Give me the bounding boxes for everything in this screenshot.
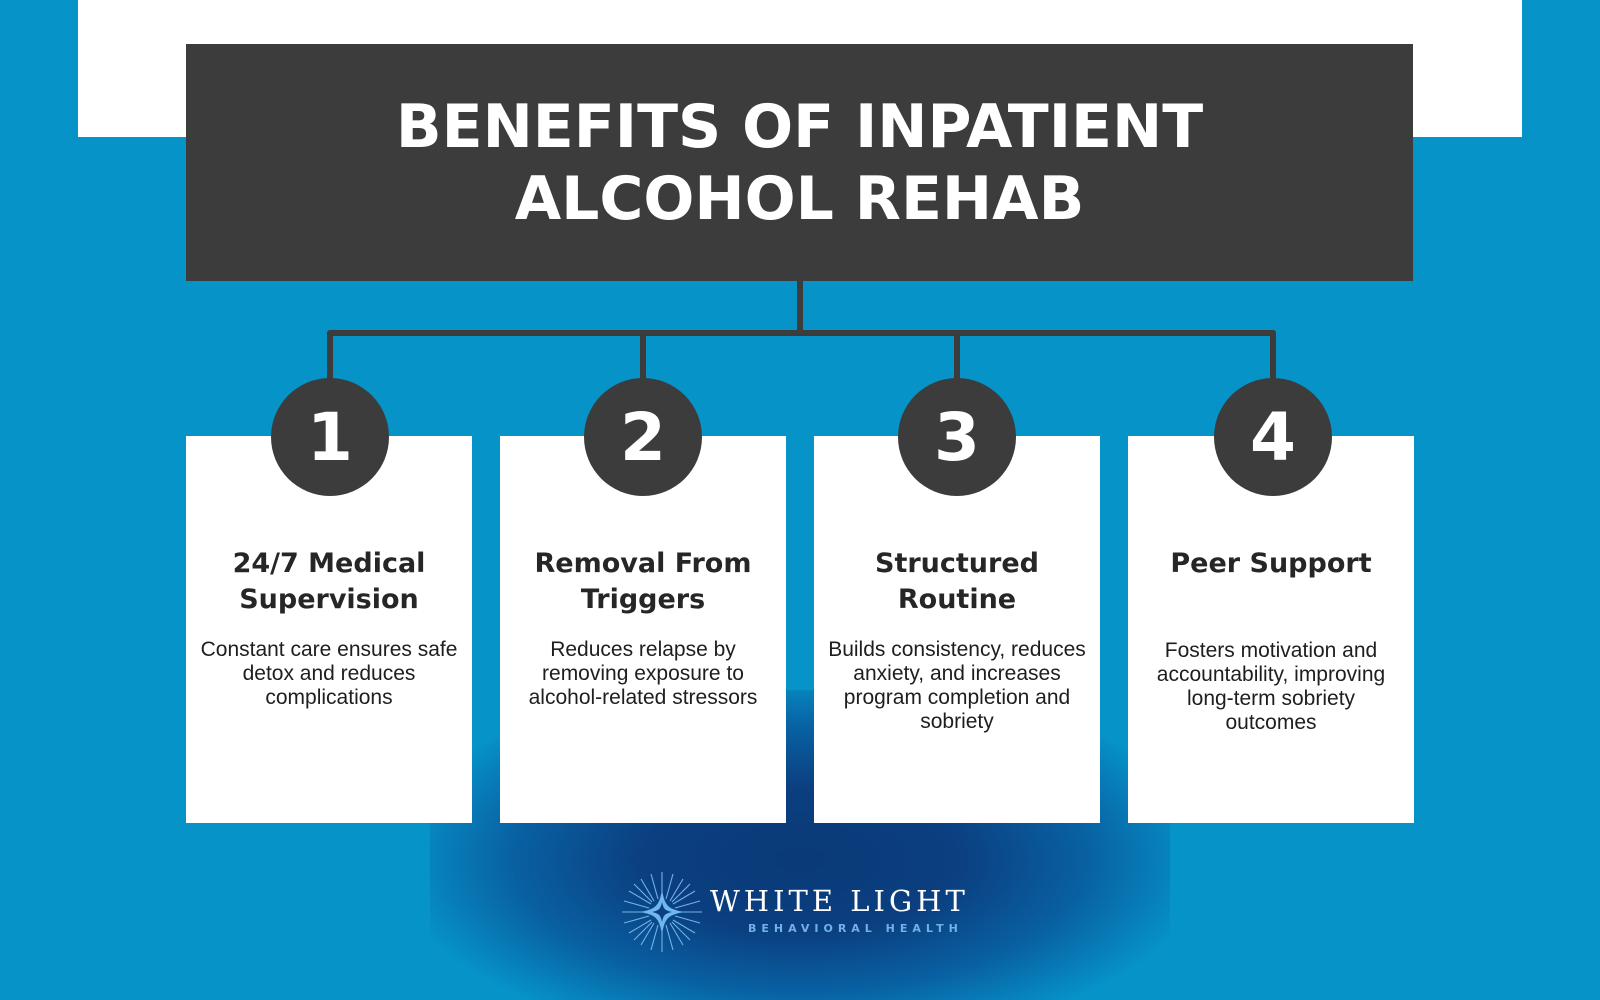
brand-logo: WHITE LIGHT BEHAVIORAL HEALTH — [620, 870, 1000, 960]
brand-subtitle: BEHAVIORAL HEALTH — [748, 922, 963, 935]
step-number-badge-1: 1 — [271, 378, 389, 496]
benefit-description: Constant care ensures safe detox and red… — [200, 638, 458, 709]
step-number-badge-2: 2 — [584, 378, 702, 496]
benefit-description: Builds consistency, reduces anxiety, and… — [828, 638, 1086, 733]
connector-horizontal — [327, 330, 1276, 336]
step-number-badge-4: 4 — [1214, 378, 1332, 496]
brand-name: WHITE LIGHT — [710, 884, 969, 918]
page-title-line-2: ALCOHOL REHAB — [514, 163, 1085, 234]
sunburst-star-icon — [622, 872, 702, 952]
benefit-title: 24/7 Medical Supervision — [232, 548, 426, 615]
connector-trunk — [797, 281, 803, 336]
step-number-badge-3: 3 — [898, 378, 1016, 496]
header-banner: BENEFITS OF INPATIENT ALCOHOL REHAB — [186, 44, 1413, 281]
benefit-title: Removal From Triggers — [534, 548, 752, 615]
benefit-title: Peer Support — [1170, 548, 1372, 579]
benefit-card-2: Removal From Triggers Reduces relapse by… — [500, 436, 786, 823]
benefit-description: Reduces relapse by removing exposure to … — [528, 638, 758, 709]
connector-branch-3 — [954, 330, 960, 382]
connector-branch-4 — [1270, 330, 1276, 382]
benefit-card-1: 24/7 Medical Supervision Constant care e… — [186, 436, 472, 823]
page-title-line-1: BENEFITS OF INPATIENT — [395, 91, 1204, 162]
benefit-card-4: Peer Support Fosters motivation and acco… — [1128, 436, 1414, 823]
benefit-card-3: Structured Routine Builds consistency, r… — [814, 436, 1100, 823]
benefit-title: Structured Routine — [875, 548, 1039, 615]
connector-branch-1 — [327, 330, 333, 382]
benefit-description: Fosters motivation and accountability, i… — [1156, 639, 1386, 734]
connector-branch-2 — [640, 330, 646, 382]
